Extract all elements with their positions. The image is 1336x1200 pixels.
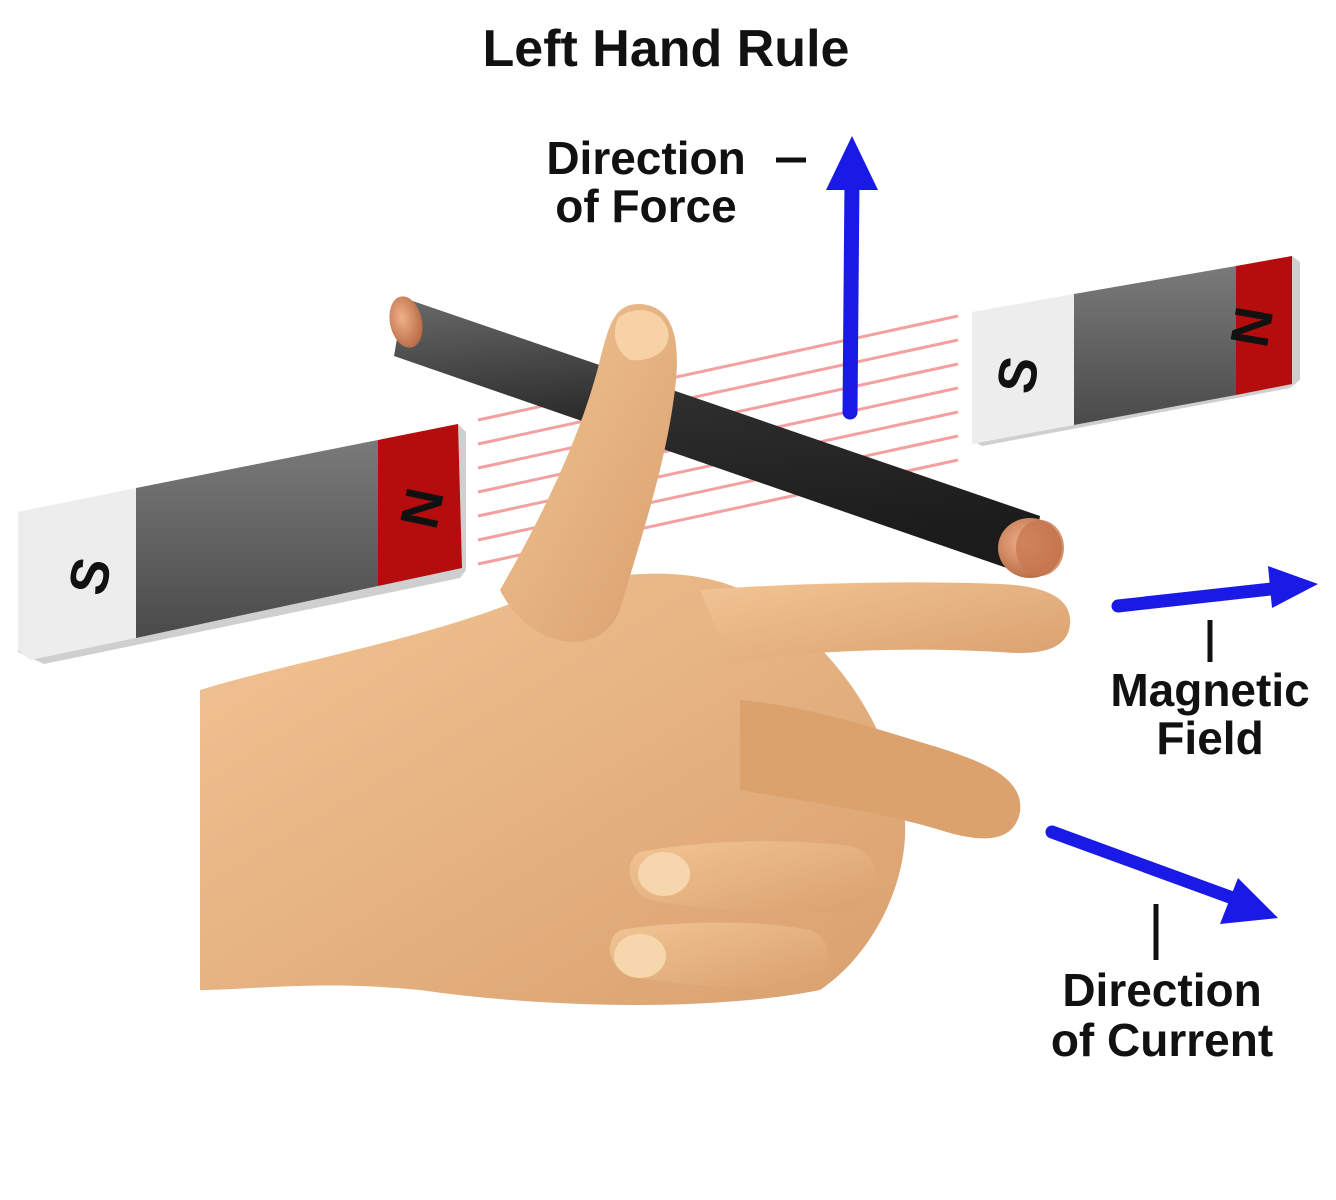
current-arrow [1045,825,1278,924]
force-label-line1: Direction [546,132,745,184]
hand [200,304,1071,1005]
bar-magnet-left: S N [18,424,466,664]
current-label-line2: of Current [1051,1014,1273,1066]
current-label-line1: Direction [1062,964,1261,1016]
middle-finger [740,700,1021,839]
field-label-line1: Magnetic [1110,664,1309,716]
force-arrow [826,136,878,420]
bar-magnet-right: S N [972,256,1300,446]
field-label-line2: Field [1156,712,1263,764]
thumb [500,304,677,643]
force-label-line2: of Force [555,180,736,232]
index-finger [700,582,1071,662]
conductor-rod [389,296,1064,578]
thumbnail [614,310,669,361]
diagram-title: Left Hand Rule [483,20,850,78]
magnetic-field-arrow [1111,566,1318,613]
